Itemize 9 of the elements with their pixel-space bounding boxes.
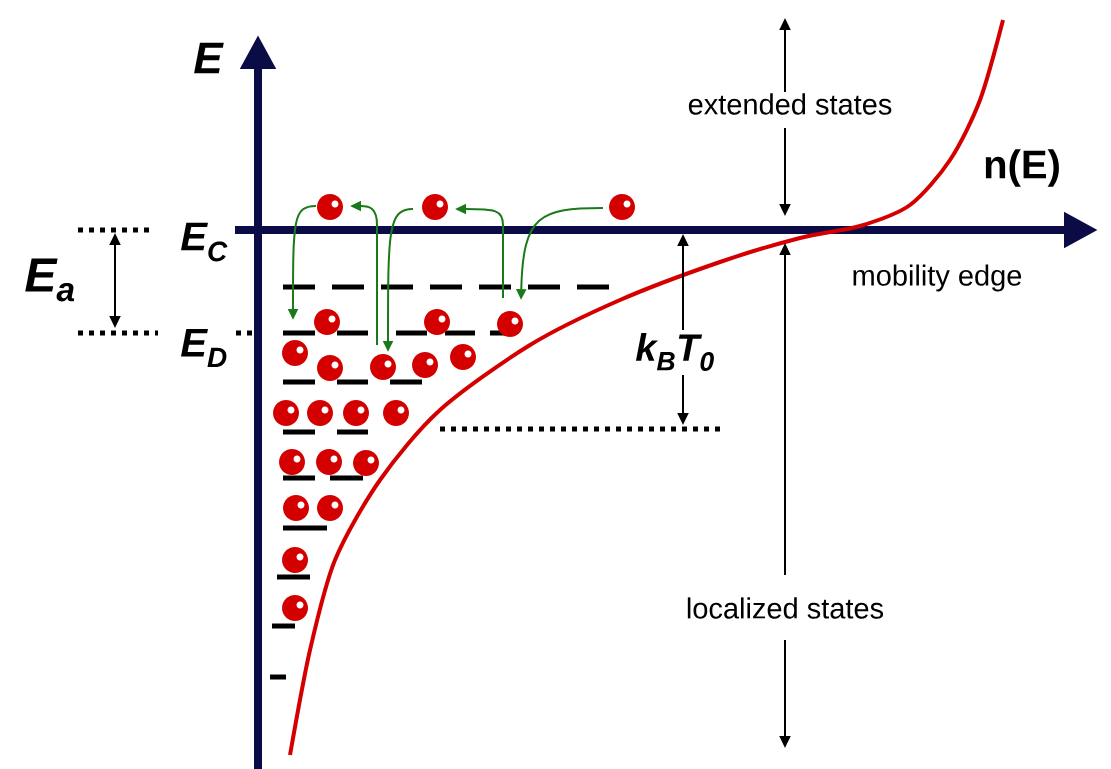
region-label: extended states: [688, 93, 892, 115]
energy-label: E$_{D}$: [181, 328, 227, 368]
axis-label: n(E): [985, 149, 1059, 187]
energy-label: k$_{B}$T$_{0}$: [636, 333, 714, 371]
energy-label: E$_{C}$: [181, 222, 228, 262]
region-label: mobility edge: [853, 264, 1022, 292]
energy-label: E$_{a}$: [25, 258, 75, 302]
region-label: localized states: [687, 597, 884, 619]
axis-label: E: [194, 42, 224, 74]
